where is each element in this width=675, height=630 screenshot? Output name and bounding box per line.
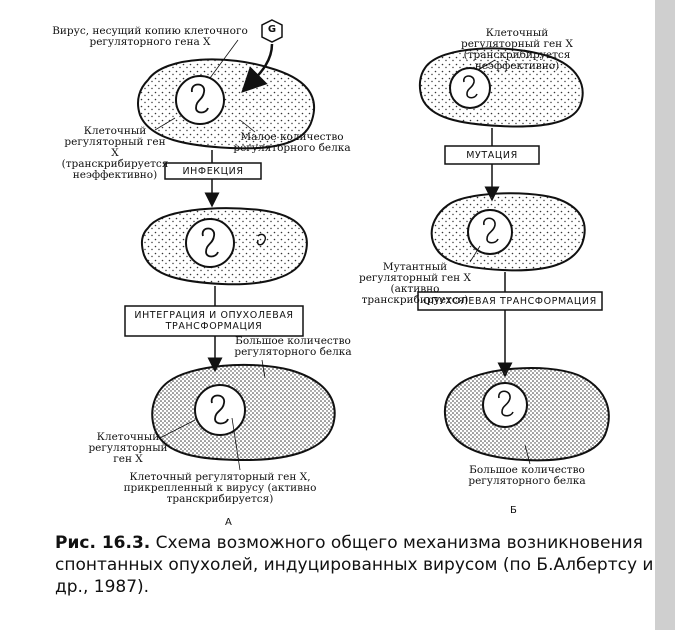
caption-text: Схема возможного общего механизма возник… [55,533,654,597]
attached-gene-label: Клеточный регуляторный ген X, прикреплен… [123,471,317,505]
virus-gene-letter: G [267,24,277,35]
mutation-box [444,145,540,165]
mutation-step-label: МУТАЦИЯ [466,150,518,161]
infection-step-label: ИНФЕКЦИЯ [182,166,244,177]
left-cell-1 [137,58,316,150]
left-cell-2 [140,207,308,286]
right-gene-label-top: Клеточный регуляторный ген X (транскриби… [461,27,573,72]
small-protein-label: Малое количество регуляторного белка [233,131,351,154]
left-large-protein-label: Большое количество регуляторного белка [234,335,352,358]
left-gene-label-bottom: Клеточный регуляторный ген X [88,431,168,465]
figure-caption: Рис. 16.3. Схема возможного общего механ… [55,532,655,598]
virus-label: Вирус, несущий копию клеточного регулято… [52,25,248,48]
integration-box [124,305,304,337]
transformation-step-label: ОПУХОЛЕВАЯ ТРАНСФОРМАЦИЯ [423,296,597,307]
right-cell-1 [418,47,584,128]
panel-letter-b: Б [510,505,517,516]
virus-icon [241,19,283,93]
right-large-protein-label: Большое количество регуляторного белка [468,464,586,487]
right-cell-3 [443,367,610,462]
left-cell-3 [151,363,336,462]
panel-letter-a: А [225,517,232,528]
integration-step-label: ИНТЕГРАЦИЯ И ОПУХОЛЕВАЯ ТРАНСФОРМАЦИЯ [134,310,294,332]
right-cell-2 [430,192,586,272]
transformation-box [417,291,603,311]
infection-box [164,162,262,180]
mutant-gene-label: Мутантный регуляторный ген X (активно тр… [359,261,471,306]
page-edge [655,0,675,630]
left-gene-label-top: Клеточный регуляторный ген X (транскриби… [61,125,169,181]
figure-number: Рис. 16.3. [55,533,151,553]
